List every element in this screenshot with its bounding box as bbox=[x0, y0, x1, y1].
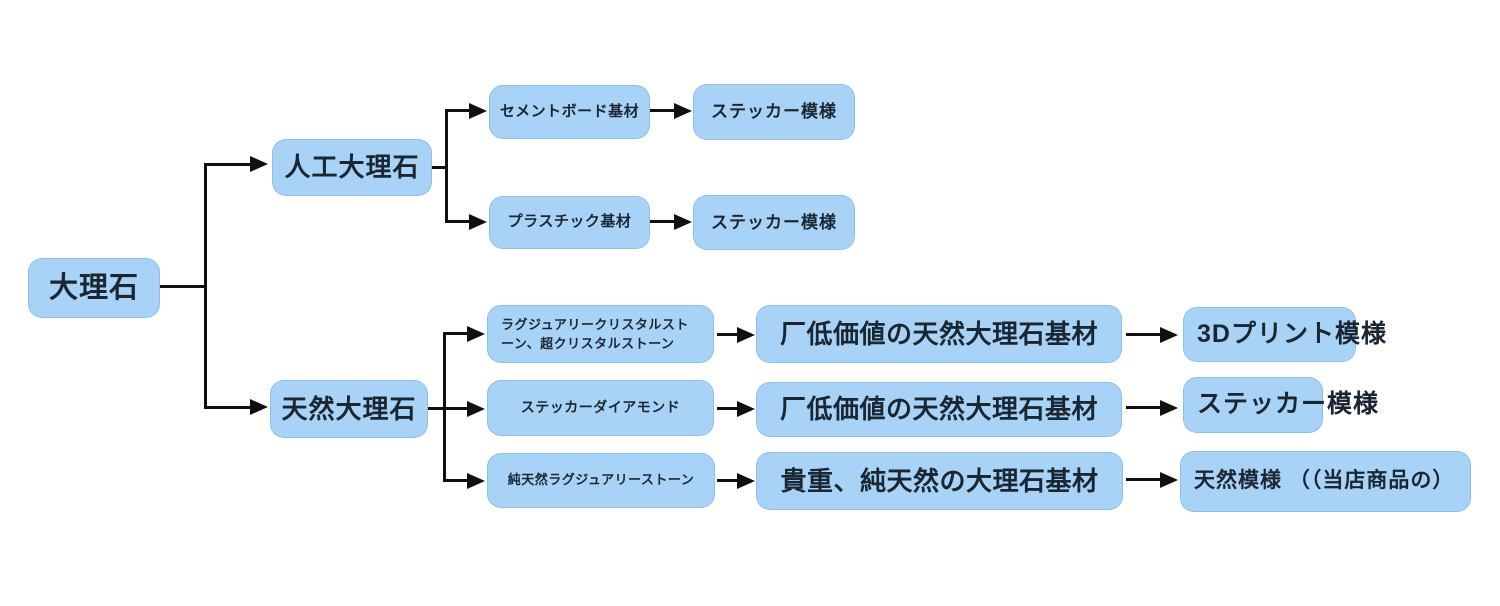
connector-line bbox=[443, 332, 469, 335]
arrowhead-icon bbox=[737, 327, 755, 343]
connector-line bbox=[443, 479, 469, 482]
node-sticker-pattern-mid[interactable]: ステッカー模様 bbox=[693, 195, 855, 250]
arrowhead-icon bbox=[1160, 400, 1178, 416]
connector-line bbox=[443, 407, 469, 410]
connector-line bbox=[1126, 333, 1162, 336]
node-low-value-natural-base-1[interactable]: 厂低価値の天然大理石基材 bbox=[756, 305, 1122, 363]
arrowhead-icon bbox=[1160, 327, 1178, 343]
arrowhead-icon bbox=[250, 156, 268, 172]
node-marble-root[interactable]: 大理石 bbox=[28, 258, 160, 318]
connector-line bbox=[717, 333, 739, 336]
node-sticker-pattern-top[interactable]: ステッカー模様 bbox=[693, 84, 855, 140]
node-natural-marble[interactable]: 天然大理石 bbox=[270, 380, 428, 438]
arrowhead-icon bbox=[737, 473, 755, 489]
connector-line bbox=[1126, 478, 1162, 481]
arrowhead-icon bbox=[469, 214, 487, 230]
node-artificial-marble[interactable]: 人工大理石 bbox=[272, 139, 432, 196]
node-cement-board-base[interactable]: セメントボード基材 bbox=[489, 85, 650, 139]
arrowhead-icon bbox=[250, 399, 268, 415]
arrowhead-icon bbox=[469, 103, 487, 119]
node-precious-pure-natural-base[interactable]: 貴重、純天然の大理石基材 bbox=[756, 452, 1123, 510]
arrowhead-icon bbox=[467, 326, 485, 342]
connector-line bbox=[445, 109, 448, 223]
arrowhead-icon bbox=[674, 214, 692, 230]
connector-line bbox=[445, 109, 471, 112]
connector-line bbox=[445, 220, 471, 223]
node-plastic-base[interactable]: プラスチック基材 bbox=[489, 196, 650, 249]
connector-line bbox=[717, 479, 739, 482]
node-sticker-diamond[interactable]: ステッカーダイアモンド bbox=[487, 380, 714, 436]
arrowhead-icon bbox=[467, 473, 485, 489]
node-sticker-pattern-right[interactable]: ステッカー模様 bbox=[1183, 377, 1378, 433]
node-pure-natural-luxury-stone[interactable]: 純天然ラグジュアリーストーン bbox=[487, 453, 715, 508]
connector-line bbox=[443, 332, 446, 481]
connector-line bbox=[1126, 406, 1162, 409]
connector-line bbox=[717, 407, 739, 410]
connector-line bbox=[204, 406, 250, 409]
arrowhead-icon bbox=[467, 401, 485, 417]
connector-line bbox=[160, 285, 206, 288]
arrowhead-icon bbox=[737, 401, 755, 417]
connector-line bbox=[204, 163, 250, 166]
node-luxury-crystal-stone[interactable]: ラグジュアリークリスタルストーン、超クリスタルストーン bbox=[487, 305, 714, 363]
connector-line bbox=[650, 220, 676, 223]
arrowhead-icon bbox=[1160, 472, 1178, 488]
connector-line bbox=[428, 407, 446, 410]
node-natural-pattern[interactable]: 天然模様 （（当店商品の） bbox=[1180, 451, 1471, 512]
node-low-value-natural-base-2[interactable]: 厂低価値の天然大理石基材 bbox=[756, 382, 1122, 437]
node-3d-print-pattern[interactable]: 3Dプリント模様 bbox=[1183, 307, 1386, 362]
connector-line bbox=[430, 166, 448, 169]
arrowhead-icon bbox=[674, 103, 692, 119]
connector-line bbox=[204, 163, 207, 409]
connector-line bbox=[650, 109, 676, 112]
